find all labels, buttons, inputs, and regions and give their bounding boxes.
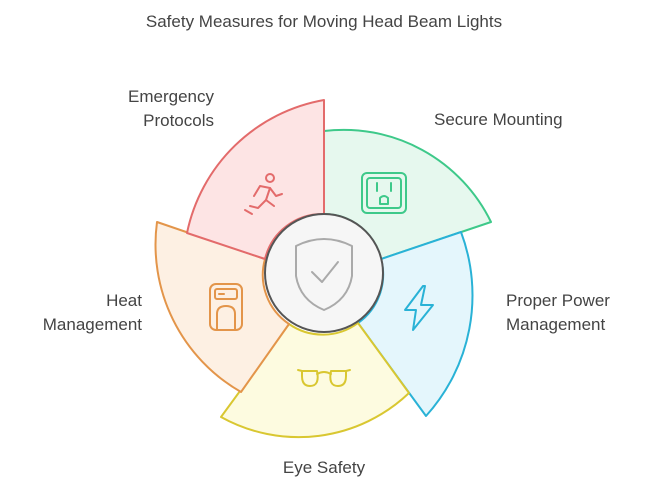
lightning-bolt-icon [404,285,434,331]
running-person-icon [244,173,283,215]
eyeglasses-icon [297,369,351,387]
label-proper-power-management: Proper Power Management [506,291,610,334]
segment-eye-safety [220,322,410,439]
label-secure-mounting: Secure Mounting [434,110,563,129]
label-heat-management: Heat Management [42,291,142,334]
heater-icon [209,283,243,331]
center-hub [264,213,384,333]
segment-emergency-protocols [186,99,325,260]
diagram-title: Safety Measures for Moving Head Beam Lig… [145,12,503,31]
shield-check-icon [295,238,353,311]
label-eye-safety: Eye Safety [282,458,366,477]
label-emergency-protocols: Emergency Protocols [128,87,214,130]
power-outlet-icon [361,172,407,214]
